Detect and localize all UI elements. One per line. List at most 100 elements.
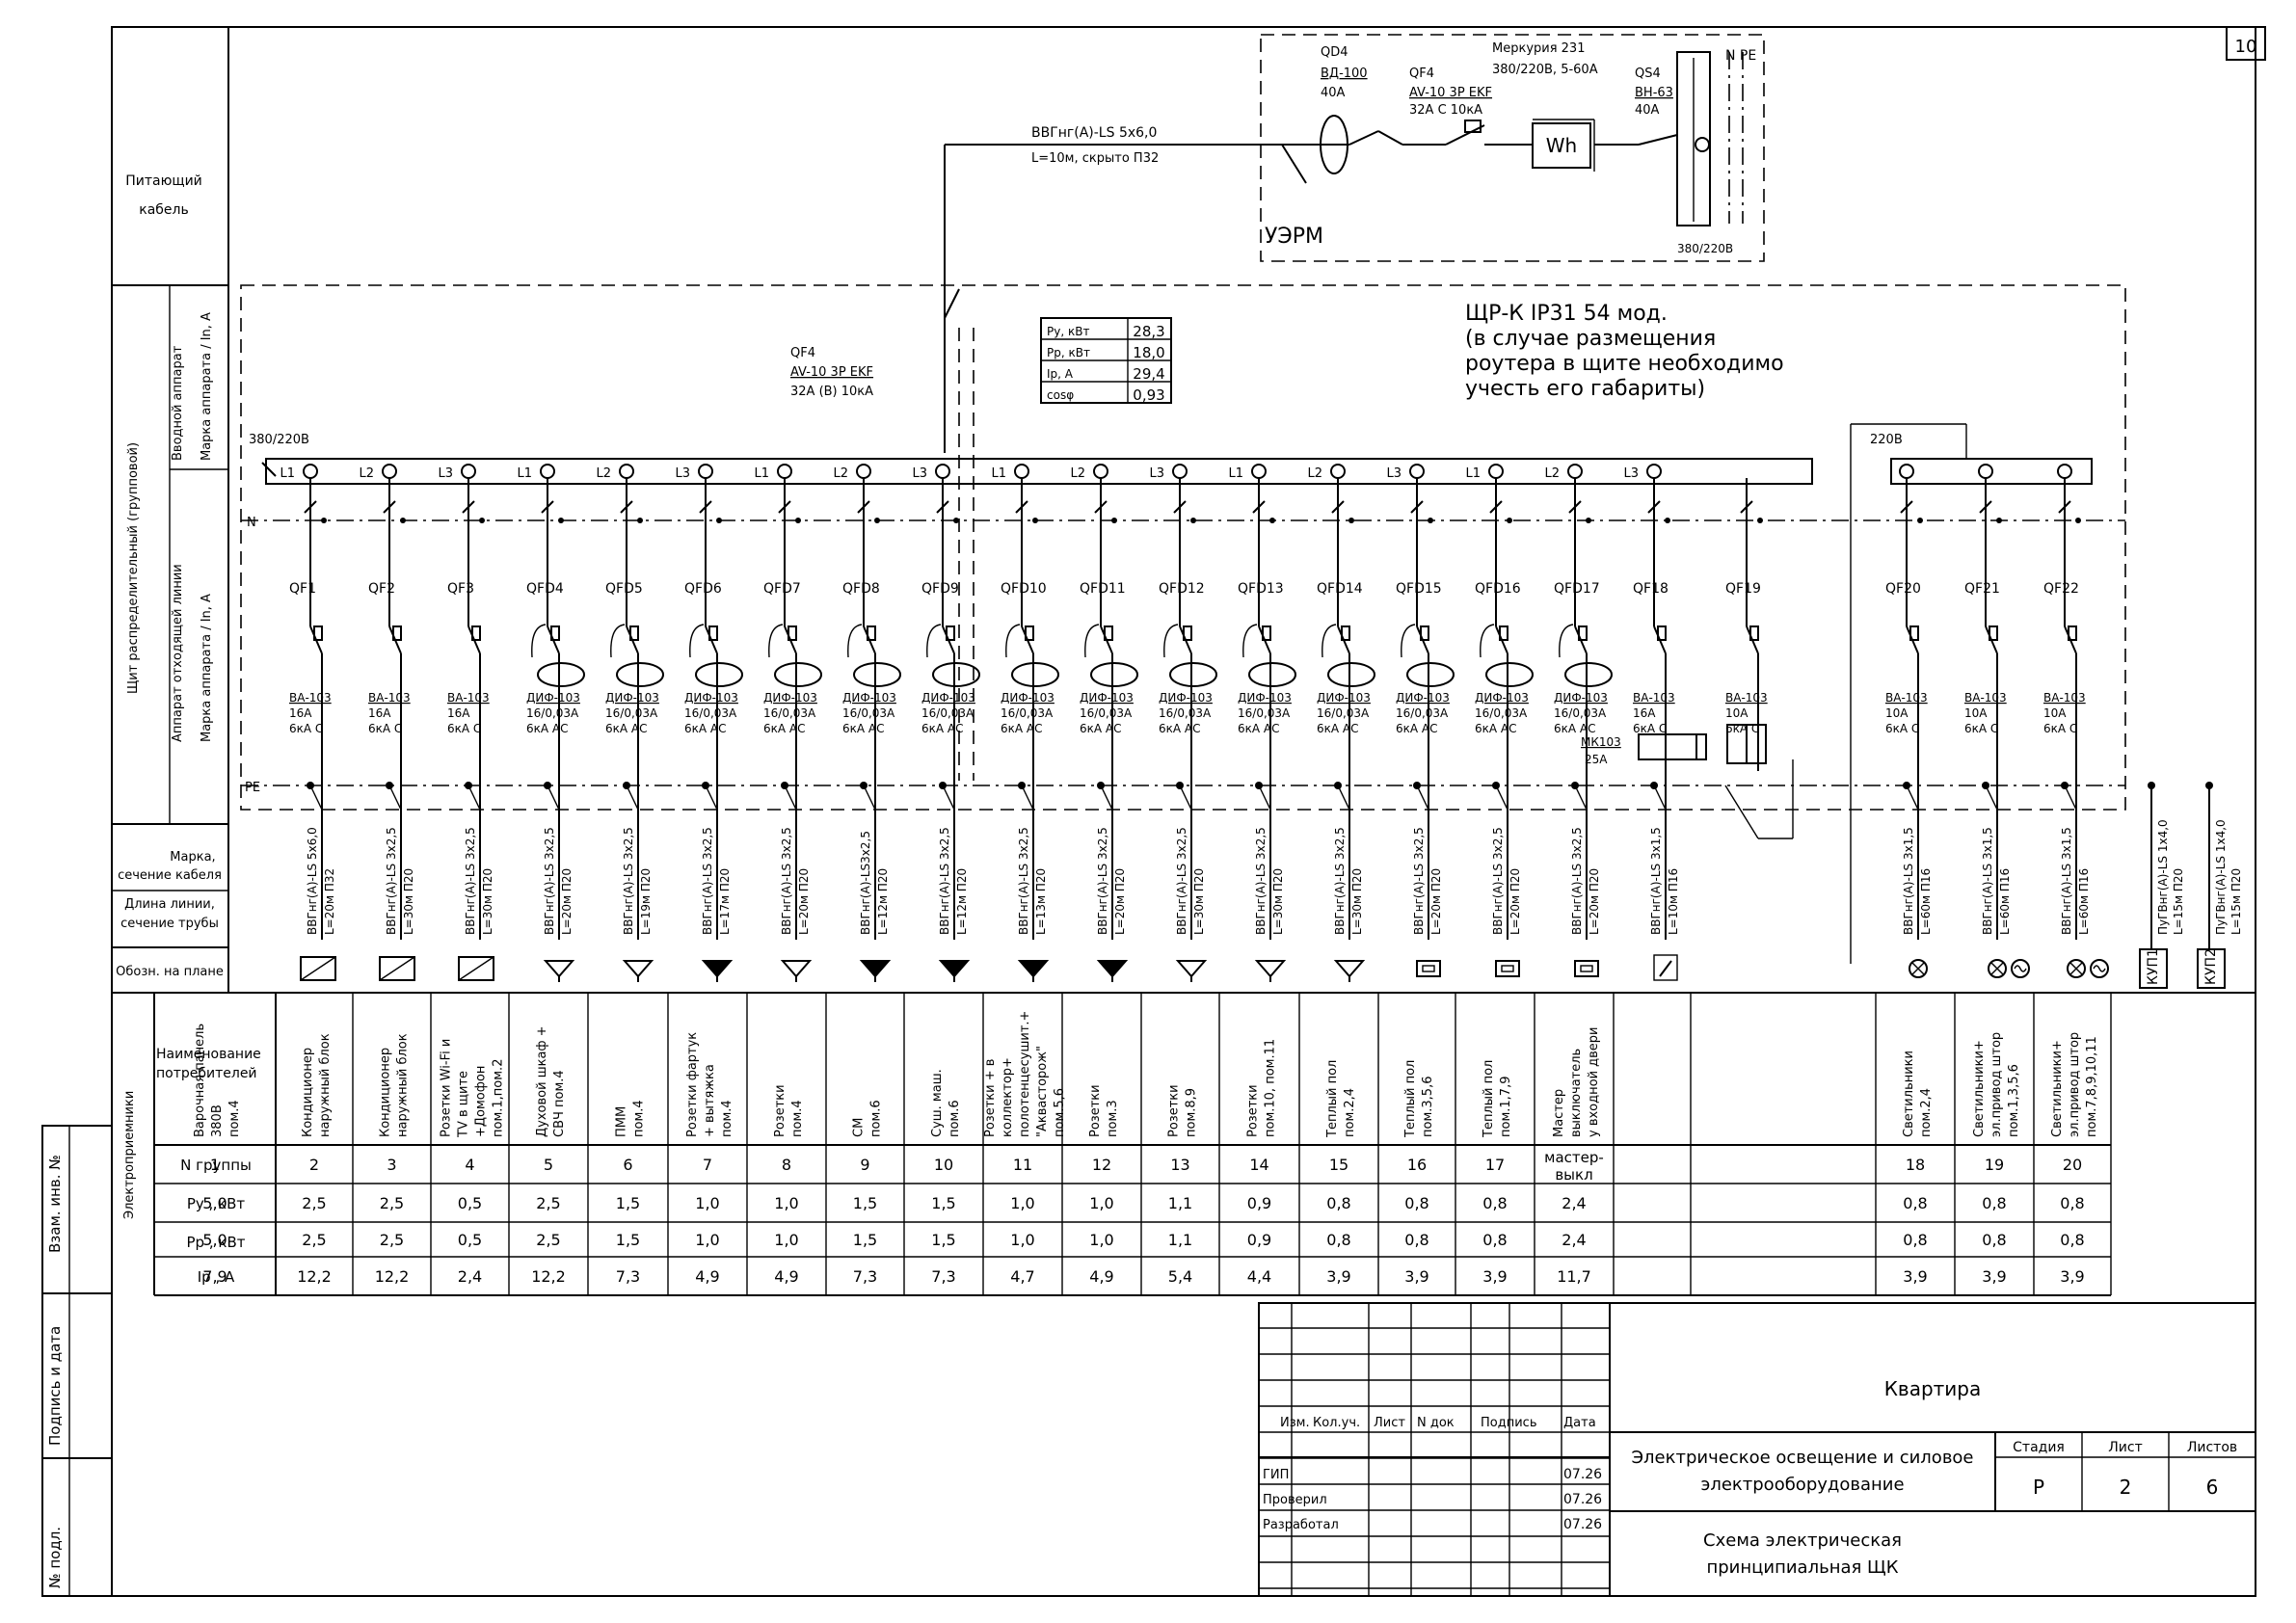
group-device-class: 6кА АС [1475,722,1517,735]
design-power: 1,5 [853,1231,877,1249]
bus-voltage: 380/220В [249,433,309,447]
stamp-replaced-inv: Взам. инв. № [46,1155,64,1253]
contactor-type: МК103 [1581,735,1621,749]
group-device-type: ДИФ-103 [1159,691,1213,705]
plan-symbol-socket [1017,960,1050,978]
sheet-frame [111,26,2256,1597]
plan-symbol-load [458,956,494,981]
installed-power: 2,5 [302,1194,326,1212]
design-power: 0,8 [1903,1231,1927,1249]
n-node [874,518,880,523]
breaker-trip [1104,625,1113,641]
pe-link [1985,785,1998,811]
panel-title: (в случае размещения [1465,327,1716,351]
contactor-rating: 25А [1585,753,1608,766]
wire [300,956,336,981]
energy-meter [1532,122,1591,169]
pe-link [1495,785,1508,811]
n-node [953,518,959,523]
n-node [400,518,406,523]
group-device-class: 6кА АС [1396,722,1438,735]
n-node [321,518,327,523]
group-breaker-id: QF22 [2043,581,2079,597]
group-device-class: 6кА АС [605,722,648,735]
design-current: 3,9 [1903,1267,1927,1286]
bus-phase-label: L1 [280,466,295,481]
group-cable-brand: ВВГнг(А)-LS 3х2,5 [622,827,635,935]
consumer-name: пом.2,4 [1343,1088,1357,1137]
installed-power: 1,0 [1089,1194,1113,1212]
group-number: 1 [210,1156,220,1174]
group-breaker-id: QF3 [447,581,474,597]
group-device-rating: 16/0,03А [1001,706,1054,720]
breaker-trip [550,625,560,641]
group-cable-length: L=19м П20 [639,868,653,935]
bus-phase-label: L3 [1149,466,1164,481]
bus-terminal [1978,464,1993,479]
breaker-trip [1909,625,1919,641]
design-current: 3,9 [2060,1267,2084,1286]
rcd-arc [768,624,784,658]
group-device-class: 6кА АС [1080,722,1122,735]
title-header: Подпись [1481,1416,1536,1430]
n-node [479,518,485,523]
design-power: 0,5 [458,1231,482,1249]
wire [1348,130,1379,146]
bus-terminal [1251,464,1267,479]
group-device-type: ВА-103 [2043,691,2086,705]
consumer-name: пом.4 [227,1100,242,1137]
phase-tick [857,500,870,514]
sheet-value: 2 [2120,1476,2132,1499]
group-number: 6 [623,1156,632,1174]
group-device-rating: 16А [1633,706,1656,720]
plan-symbol-socket [1096,960,1129,978]
group-cable-length: L=20м П32 [323,868,336,935]
group-cable-brand: ВВГнг(А)-LS 3х2,5 [1491,827,1505,935]
pe-link [1574,785,1588,811]
group-device-type: ДИФ-103 [684,691,738,705]
plan-symbol-switch [1653,954,1678,981]
design-power: 2,5 [380,1231,404,1249]
design-current: 4,9 [1089,1267,1113,1286]
symbol [2093,965,2106,972]
phase-tick [2058,500,2071,514]
group-cable-length: L=30м П20 [1350,868,1364,935]
bus-phase-label: L3 [438,466,453,481]
phase-tick [1740,500,1753,514]
group-device-type: ДИФ-103 [1475,691,1529,705]
group-device-rating: 16/0,03А [1159,706,1212,720]
plan-symbol-heating [1495,960,1520,977]
installed-power: 2,4 [1562,1194,1586,1212]
design-current: 7,9 [202,1267,227,1286]
plan-symbol-socket [780,960,813,978]
qf4-meter-label: QF4 [1409,67,1434,81]
qf4-meter-type: AV-10 3Р EKF [1409,86,1492,100]
design-power: 1,1 [1168,1231,1192,1249]
phase-tick [462,500,475,514]
group-breaker-id: QFD5 [605,581,643,597]
n-node [1996,518,2002,523]
installed-power: 1,0 [695,1194,719,1212]
breaker-trip [1657,625,1667,641]
group-cable-brand: ВВГнг(А)-LS 3х2,5 [1017,827,1030,935]
phase-tick [1900,500,1913,514]
consumer-name: ПММ [615,1106,629,1137]
consumer-name: пом.1,пом.2 [492,1059,506,1137]
group-number: 12 [1092,1156,1111,1174]
breaker-trip [1183,625,1192,641]
installed-power: 0,8 [1903,1194,1927,1212]
consumer-name: эл.привод штор [1989,1032,2004,1137]
rcd-toroid [1169,662,1217,687]
consumer-name: Розетки фартук [685,1032,700,1137]
group-breaker-id: QFD10 [1001,581,1047,597]
bus-phase-label: L3 [1386,466,1402,481]
group-device-class: 6кА АС [1159,722,1201,735]
group-device-type: ДИФ-103 [921,691,975,705]
role-date: 07.26 [1563,1517,1602,1532]
consumer-name: пом.4 [790,1100,805,1137]
group-device-type: ВА-103 [1964,691,2007,705]
wire [1659,960,1672,977]
consumers-label: Электроприемники [122,1091,137,1219]
rcd-arc [1322,624,1337,658]
group-device-type: ВА-103 [1725,691,1768,705]
